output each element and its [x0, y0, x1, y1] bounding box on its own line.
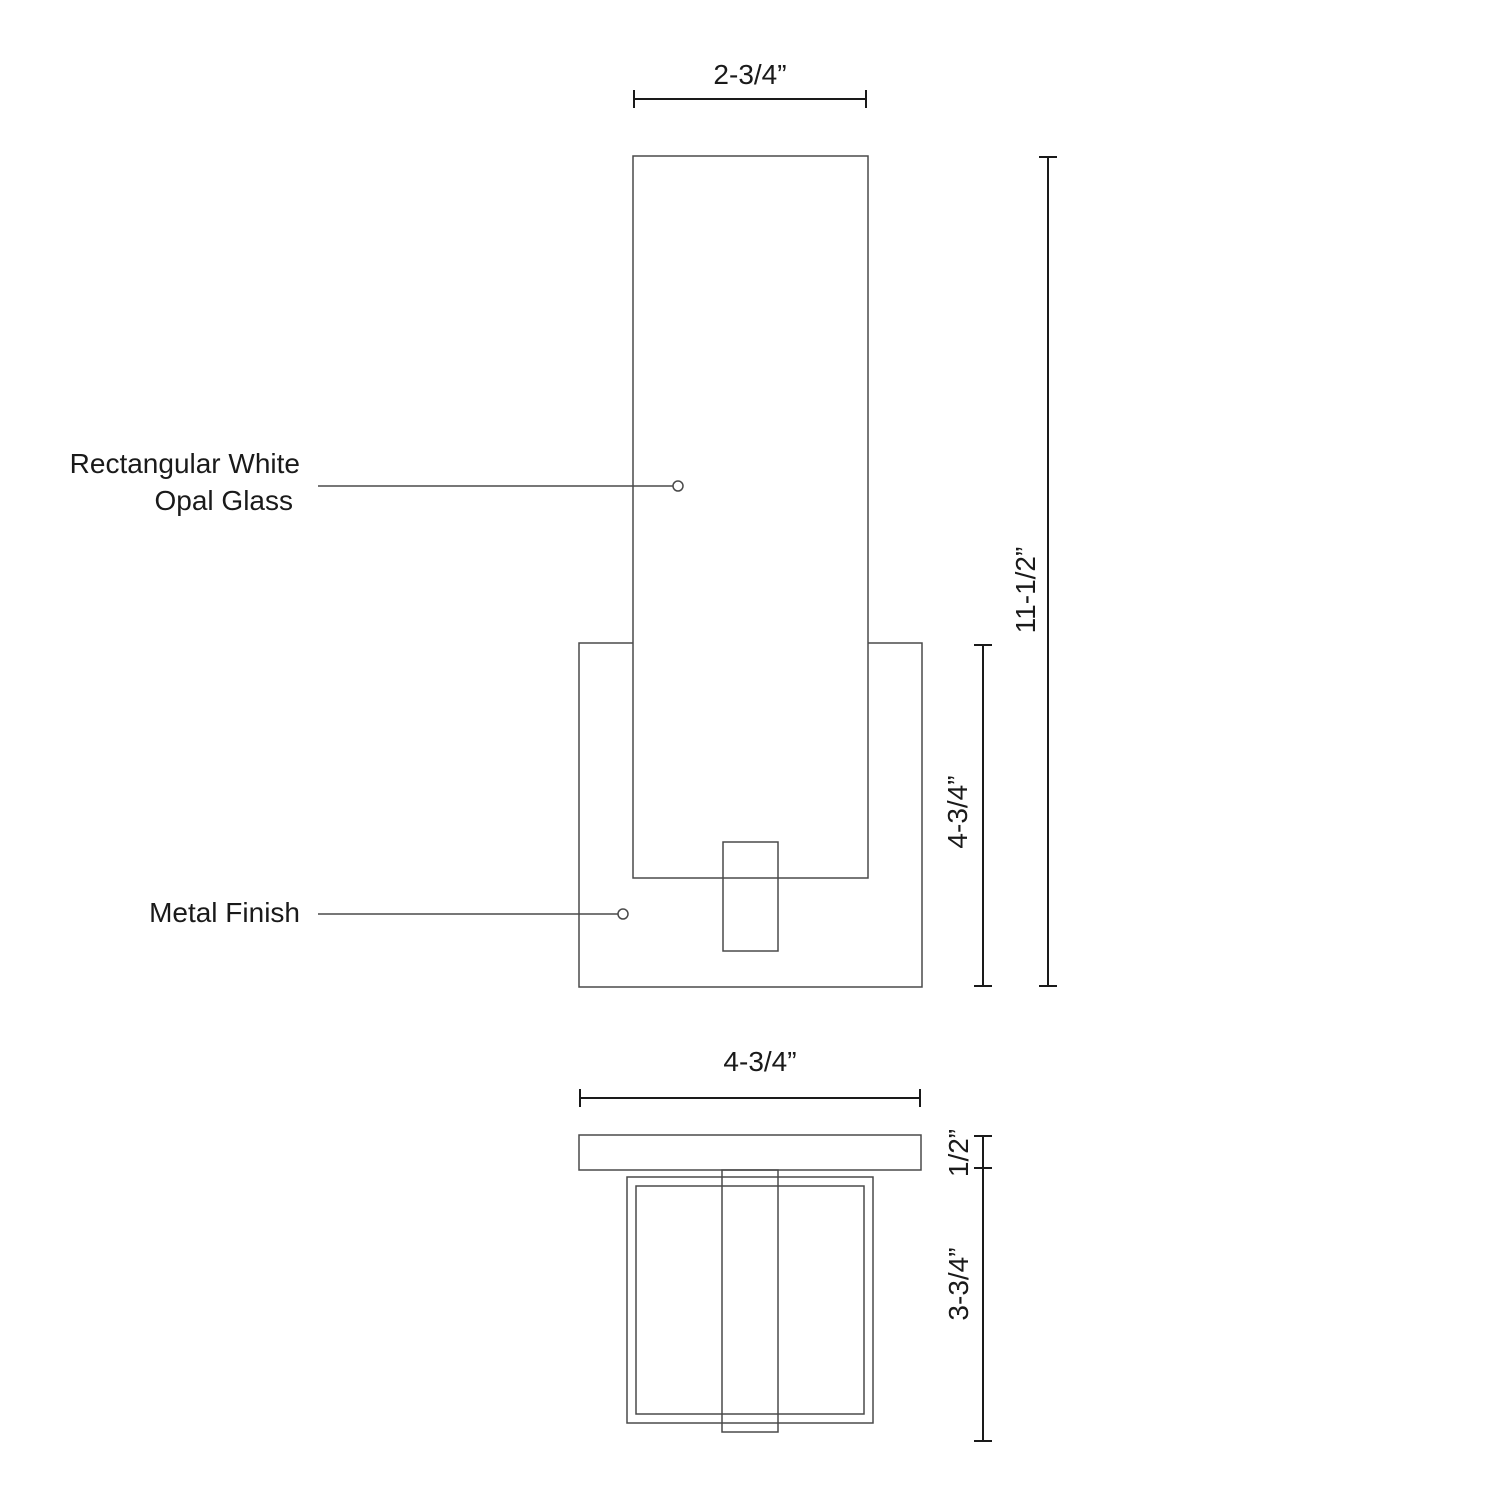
extension-label: 3-3/4”	[943, 1247, 974, 1320]
metal-callout: Metal Finish	[149, 897, 629, 928]
metal-callout-label: Metal Finish	[149, 897, 300, 928]
side-view	[578, 1134, 922, 1433]
backplate-outline	[578, 642, 923, 988]
overall-height-dimension: 11-1/2”	[1010, 156, 1057, 987]
overall-height-label: 11-1/2”	[1010, 547, 1041, 634]
glass-callout-line1: Rectangular White	[70, 448, 300, 479]
side-outer-frame	[626, 1176, 874, 1424]
backplate-width-label: 4-3/4”	[723, 1046, 796, 1077]
front-view	[578, 155, 923, 988]
side-inner-glass	[635, 1185, 865, 1415]
backplate-depth-label: 1/2”	[943, 1129, 974, 1177]
side-center-bracket	[721, 1169, 779, 1433]
glass-width-dimension: 2-3/4”	[633, 59, 867, 108]
glass-callout-line2: Opal Glass	[155, 485, 294, 516]
glass-callout-dot-icon	[672, 480, 684, 492]
glass-width-label: 2-3/4”	[713, 59, 786, 90]
glass-callout: Rectangular White Opal Glass	[70, 448, 684, 516]
side-backplate	[578, 1134, 922, 1171]
metal-callout-dot-icon	[617, 908, 629, 920]
glass-shade	[632, 155, 869, 879]
backplate-width-dimension: 4-3/4”	[579, 1046, 921, 1107]
side-depth-dimensions: 1/2” 3-3/4”	[943, 1129, 992, 1442]
center-bracket	[722, 841, 779, 952]
backplate-height-label: 4-3/4”	[942, 775, 973, 848]
backplate-height-dimension: 4-3/4”	[942, 644, 992, 987]
